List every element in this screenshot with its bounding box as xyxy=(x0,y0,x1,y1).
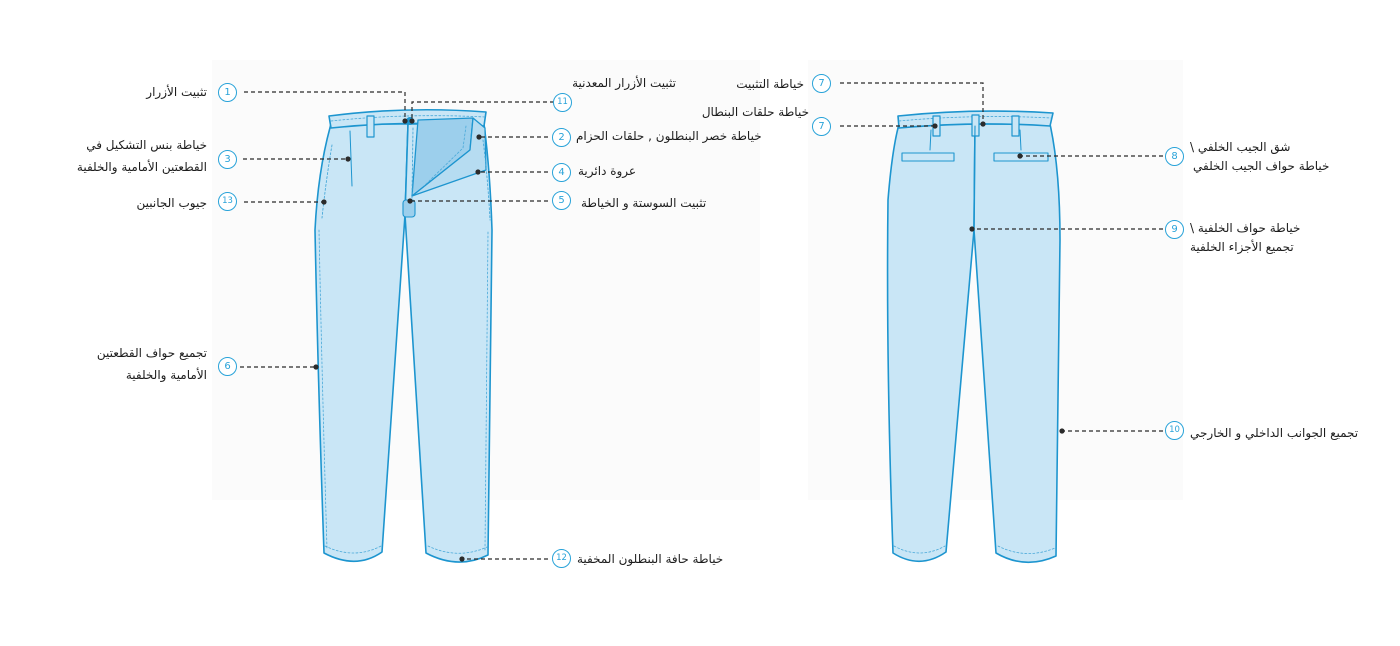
badge-9: 9 xyxy=(1165,220,1184,239)
front-trousers xyxy=(314,108,493,563)
badge-7b: 7 xyxy=(812,117,831,136)
label-12: خياطة حافة البنطلون المخفية xyxy=(577,552,724,566)
badge-10: 10 xyxy=(1165,421,1184,440)
label-4: عروة دائرية xyxy=(578,164,637,178)
dot-2 xyxy=(476,134,482,140)
front-waistband-stitch xyxy=(330,115,486,122)
front-left-hem xyxy=(324,545,382,554)
dot-9 xyxy=(969,226,975,232)
label-10: تجميع الجوانب الداخلي و الخارجي xyxy=(1190,426,1359,440)
dot-11 xyxy=(409,118,415,124)
badge-3: 3 xyxy=(218,150,237,169)
dot-1 xyxy=(402,118,408,124)
fly-flap-stitch xyxy=(423,125,467,187)
dot-12 xyxy=(459,556,465,562)
badge-6: 6 xyxy=(218,357,237,376)
back-pocket-left xyxy=(901,152,955,162)
back-left-leg xyxy=(886,123,976,563)
dot-4 xyxy=(475,169,481,175)
label-6-line1: تجميع حواف القطعتين xyxy=(96,346,207,360)
label-2: خياطة خصر البنطلون , حلقات الحزام xyxy=(576,129,762,143)
dot-8 xyxy=(1017,153,1023,159)
front-right-outseam-stitch xyxy=(484,231,489,551)
label-3-line2: القطعتين الأمامية والخلفية xyxy=(76,160,207,174)
badge-5: 5 xyxy=(552,191,571,210)
front-right-pocket xyxy=(482,139,491,221)
leader-lines xyxy=(240,82,1163,560)
label-3-line1: خياطة بنس التشكيل في xyxy=(86,138,207,152)
label-6-line2: الأمامية والخلفية xyxy=(125,368,207,382)
front-right-hem xyxy=(427,545,488,554)
badge-2: 2 xyxy=(552,128,571,147)
leader-1 xyxy=(244,91,406,120)
back-center-seam xyxy=(973,125,976,233)
back-dart-right xyxy=(1019,129,1022,151)
back-trousers xyxy=(886,110,1061,564)
dot-6 xyxy=(313,364,319,370)
badge-12: 12 xyxy=(552,549,571,568)
label-11: تثبيت الأزرار المعدنية xyxy=(572,76,676,90)
badge-7a: 7 xyxy=(812,74,831,93)
dot-7a xyxy=(980,121,986,127)
badge-13: 13 xyxy=(218,192,237,211)
label-7a: خياطة التثبيت xyxy=(736,77,804,91)
label-1: تثبيت الأزرار xyxy=(146,85,207,99)
badge-8: 8 xyxy=(1165,147,1184,166)
front-side-pocket xyxy=(321,144,333,219)
front-belt-loop xyxy=(366,115,375,138)
label-9-line1: خياطة حواف الخلفية \ xyxy=(1190,221,1301,235)
front-outseam-stitch xyxy=(318,229,328,550)
label-7b: خياطة حلقات البنطال xyxy=(701,105,809,119)
dot-13 xyxy=(321,199,327,205)
dot-7b xyxy=(932,123,938,129)
label-5: تثبيت السوستة و الخياطة xyxy=(581,196,707,210)
leader-11 xyxy=(411,101,554,120)
dot-10 xyxy=(1059,428,1065,434)
back-right-leg xyxy=(973,123,1061,564)
back-belt-loop-right xyxy=(1011,115,1020,137)
front-dart xyxy=(349,130,353,187)
dot-3 xyxy=(345,156,351,162)
label-8-line1: شق الجيب الخلفي \ xyxy=(1190,140,1291,154)
back-dart-left xyxy=(929,129,932,151)
badge-1: 1 xyxy=(218,83,237,102)
badge-4: 4 xyxy=(552,163,571,182)
front-left-leg xyxy=(314,123,409,562)
fly-flap xyxy=(411,117,487,197)
back-left-hem xyxy=(893,545,946,554)
badge-11: 11 xyxy=(553,93,572,112)
label-13: جيوب الجانبين xyxy=(136,196,207,210)
back-right-hem xyxy=(997,545,1056,554)
leader-dots xyxy=(313,118,1065,562)
back-belt-loop-center xyxy=(971,114,980,137)
front-right-leg xyxy=(404,123,493,563)
dot-5 xyxy=(407,198,413,204)
label-8-line2: خياطة حواف الجيب الخلفي xyxy=(1193,159,1330,173)
label-9-line2: تجميع الأجزاء الخلفية xyxy=(1190,240,1294,254)
leader-7a xyxy=(840,82,984,124)
